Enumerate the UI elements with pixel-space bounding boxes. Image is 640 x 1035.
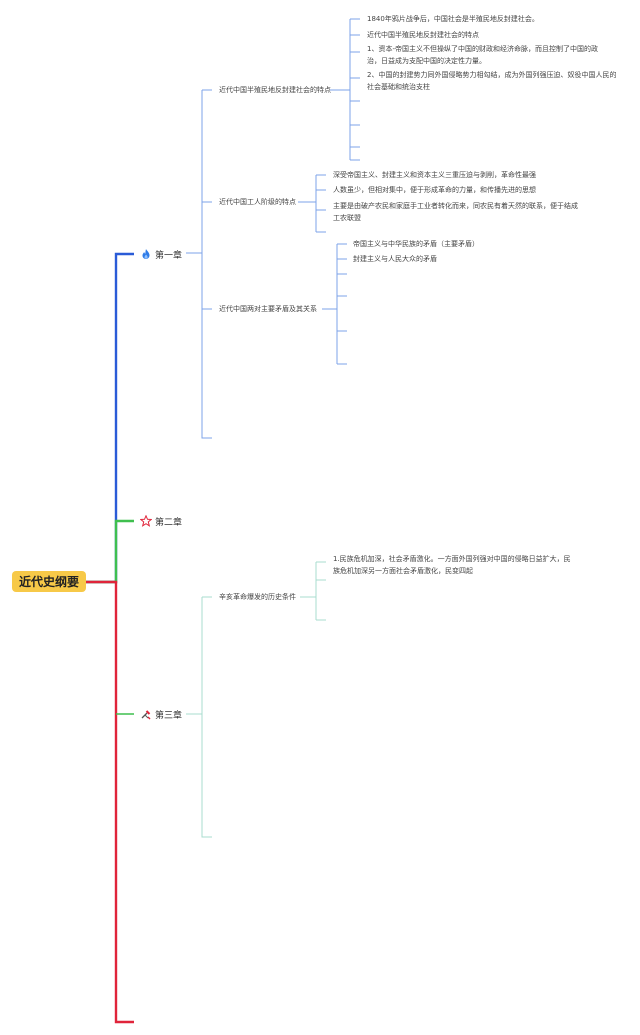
leaf-1-1-4[interactable]: 2、中国的封建势力同外国侵略势力相勾结，成为外国列强压迫、奴役中国人民的社会基础…	[367, 71, 617, 91]
branch-chapter-2	[86, 519, 134, 584]
root-node[interactable]: 近代史纲要	[12, 571, 86, 592]
tools-icon	[140, 708, 152, 720]
root-branches	[86, 252, 134, 1024]
chapter-1-connectors	[186, 18, 360, 439]
topic-1-1[interactable]: 近代中国半殖民地反封建社会的特点	[219, 86, 331, 94]
topic-3-1[interactable]: 辛亥革命爆发的历史条件	[219, 593, 296, 601]
chapter-3-label: 第三章	[155, 710, 183, 721]
leaf-3-1-1[interactable]: 1.民族危机加深，社会矛盾激化。一方面外国列强对中国的侵略日益扩大，民族危机加深…	[333, 555, 571, 575]
topic-1-3[interactable]: 近代中国两对主要矛盾及其关系	[219, 305, 317, 313]
leaf-1-2-1[interactable]: 深受帝国主义、封建主义和资本主义三重压迫与剥削，革命性最强	[333, 171, 536, 179]
star-outline-icon	[139, 514, 153, 527]
flame-icon	[140, 248, 152, 260]
chapter-3-connectors	[186, 561, 326, 838]
chapter-3-node[interactable]: 第三章	[140, 706, 183, 722]
chapter-2-label: 第二章	[155, 517, 183, 528]
chapter-2-node[interactable]: 第二章	[139, 513, 183, 529]
branch-chapter-1	[86, 252, 134, 584]
branch-chapter-3	[86, 580, 134, 1024]
topic-1-2[interactable]: 近代中国工人阶级的特点	[219, 198, 296, 206]
leaf-1-3-2[interactable]: 封建主义与人民大众的矛盾	[353, 255, 437, 263]
leaf-1-3-1[interactable]: 帝国主义与中华民族的矛盾（主要矛盾）	[353, 240, 479, 248]
leaf-1-1-1[interactable]: 1840年鸦片战争后，中国社会是半殖民地反封建社会。	[367, 15, 539, 23]
leaf-1-2-3[interactable]: 主要是由破产农民和家庭手工业者转化而来，同农民有着天然的联系，便于结成工农联盟	[333, 202, 578, 222]
chapter-1-label: 第一章	[155, 250, 183, 261]
leaf-1-1-2[interactable]: 近代中国半殖民地反封建社会的特点	[367, 31, 479, 39]
leaf-1-2-2[interactable]: 人数虽少，但相对集中，便于形成革命的力量，和传播先进的思想	[333, 186, 536, 194]
chapter-1-node[interactable]: 第一章	[140, 246, 183, 262]
leaf-1-1-3[interactable]: 1、资本-帝国主义不但操纵了中国的财政和经济命脉，而且控制了中国的政治，日益成为…	[367, 45, 598, 65]
